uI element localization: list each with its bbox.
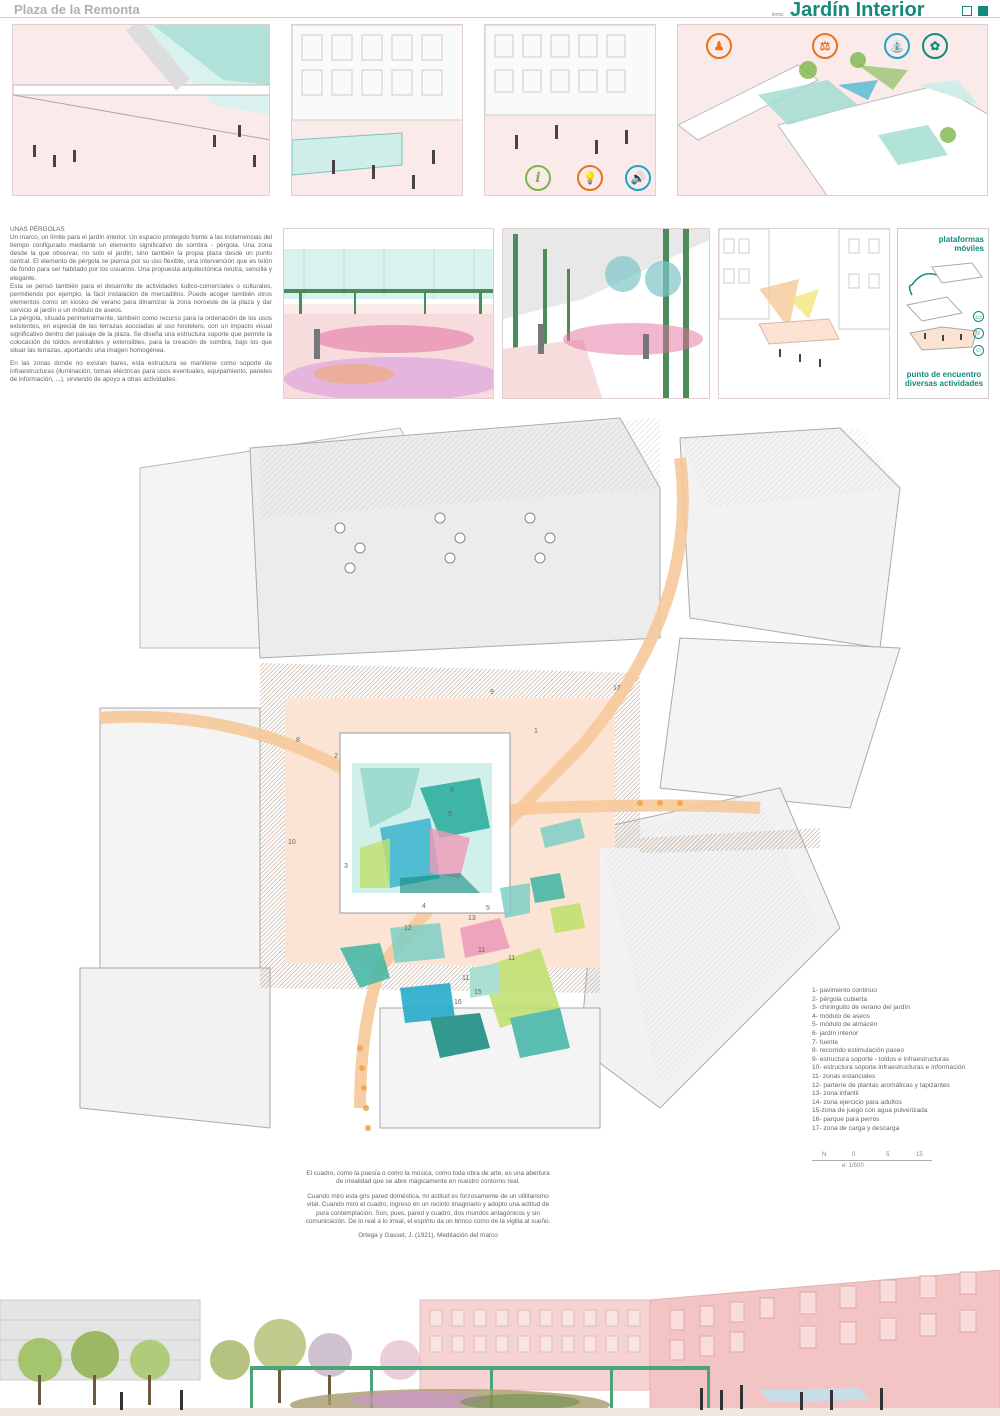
plan-num-12: 12: [404, 925, 412, 932]
axonometric-drawing-2: [292, 25, 462, 195]
paw-icon: ✿: [922, 33, 948, 59]
header-divider: [0, 17, 1000, 18]
quote-paragraph: El cuadro, como la poesía o como la músi…: [306, 1170, 550, 1186]
plan-num-2: 2: [334, 753, 338, 760]
legend-item: 6- jardín interior: [812, 1029, 859, 1037]
legend-item: 16- parque para perros: [812, 1115, 880, 1123]
legend-item: 17- zona de carga y descarga: [812, 1124, 900, 1132]
axonometric-drawing-1: [13, 25, 269, 195]
legend-item: 2- pérgola cubierta: [812, 995, 867, 1003]
plan-num-10: 10: [288, 839, 296, 846]
fountain-icon: ⛲: [884, 33, 910, 59]
legend-item: 3- chiringuito de verano del jardín: [812, 1004, 910, 1012]
scale-bar: N 0 5 15 e: 1/500: [812, 1150, 932, 1170]
platforms-subtitle-line1: punto de encuentro: [906, 370, 982, 379]
project-title: Plaza de la Remonta: [14, 2, 140, 17]
paragraph: Un marco, un límite para el jardín inter…: [10, 234, 272, 282]
legend-item: 5- módulo de almacén: [812, 1021, 878, 1029]
legend-item: 12- parterre de plantas aromáticas y tap…: [812, 1081, 950, 1089]
plan-num-11c: 11: [462, 975, 469, 982]
site-plan: 1 2 3 4 5 5 6 8 9 10 11 11 11 12 13 15 1…: [79, 417, 901, 1131]
platforms-drawing: [906, 262, 983, 351]
speaker-icon: 🔊: [625, 165, 651, 191]
lema-label: lema:: [772, 12, 785, 18]
legend-item: 8- recorrido estimulación paseo: [812, 1047, 904, 1055]
plan-num-11b: 11: [508, 955, 515, 962]
quote-paragraph: Cuando miro esta gris pared doméstica, m…: [305, 1192, 551, 1226]
outline-square-icon: [962, 6, 972, 16]
perspective-garden-view: [283, 228, 494, 399]
ortega-quote: El cuadro, como la poesía o como la músi…: [303, 1170, 553, 1241]
plan-num-5b: 5: [448, 811, 452, 818]
perspective-pergola-view: [502, 228, 710, 399]
axonometric-panel-4: ♟ ⚖ ⛲ ✿: [677, 24, 988, 196]
plan-num-6: 6: [450, 787, 454, 794]
platforms-diagram: plataformas móviles ▭ ♪ ☺ punto de encue…: [897, 228, 989, 399]
axonometric-panel-3: i 💡 🔊: [484, 24, 656, 196]
legend-item: 10- estructura soporte infraestructuras …: [812, 1064, 966, 1072]
quote-citation: Ortega y Gasset, J. (1921), Meditación d…: [358, 1232, 498, 1240]
legend-item: 7- fuente: [812, 1038, 839, 1046]
filled-square-icon: [978, 6, 988, 16]
pergolas-description: UNAS PÉRGOLAS Un marco, un límite para e…: [10, 226, 272, 384]
plan-num-13: 13: [468, 915, 476, 922]
scale-tick-5: 5: [886, 1152, 890, 1158]
scale-tick-15: 15: [916, 1152, 923, 1158]
plan-num-4: 4: [422, 903, 426, 910]
axonometric-panel-1: [12, 24, 270, 196]
perspective-drawing-1: [284, 229, 493, 398]
legend-item: 4- módulo de aseos: [812, 1012, 870, 1020]
music-icon: ♪: [973, 328, 984, 339]
legend-item: 1- pavimento continuo: [812, 987, 877, 994]
north-label: N: [822, 1152, 827, 1158]
exercise-icon: ♟: [706, 33, 732, 59]
paragraph: La pérgola, situada perimetralmente, tam…: [10, 315, 272, 355]
plan-num-5: 5: [486, 905, 490, 912]
legend-item: 15-zona de juego con agua pulverizada: [812, 1107, 928, 1115]
plan-num-9: 9: [490, 689, 494, 696]
platforms-title: plataformas móviles: [939, 235, 984, 253]
plan-num-11: 11: [478, 947, 485, 954]
legend-item: 14- zona ejercicio para adultos: [812, 1098, 902, 1106]
perspective-drawing-2: [503, 229, 709, 398]
legend-item: 9- estructura soporte - toldos e infraes…: [812, 1055, 950, 1063]
seesaw-icon: ⚖: [812, 33, 838, 59]
legend-item: 13- zona infantil: [812, 1090, 859, 1098]
paragraph: Esta se pensó también para el desarrollo…: [10, 282, 272, 314]
paragraph: En las zonas donde no existan bares, est…: [10, 359, 272, 383]
plan-num-17: 17: [613, 685, 621, 692]
platforms-subtitle: punto de encuentro diversas actividades: [898, 370, 988, 388]
scale-line: [812, 1160, 932, 1161]
perspective-drawing-3: [719, 229, 889, 398]
perspective-platforms-view: [718, 228, 890, 399]
laptop-icon: ▭: [973, 311, 984, 322]
axonometric-panel-2: [291, 24, 463, 196]
plan-legend: 1- pavimento continuo 2- pérgola cubiert…: [812, 987, 992, 1133]
plan-num-8: 8: [296, 737, 300, 744]
platforms-subtitle-line2: diversas actividades: [904, 379, 984, 388]
plan-num-1: 1: [534, 728, 538, 735]
lightbulb-icon: 💡: [577, 165, 603, 191]
axonometric-drawing-3: [485, 25, 655, 195]
plan-num-15: 15: [474, 989, 482, 996]
plan-num-3: 3: [344, 863, 348, 870]
platforms-title-line2: móviles: [954, 244, 984, 253]
platforms-title-line1: plataformas: [938, 235, 984, 244]
info-icon: i: [525, 165, 551, 191]
plan-num-16: 16: [454, 999, 462, 1006]
scale-ratio: e: 1/500: [842, 1163, 864, 1169]
legend-item: 11- zonas estanciales: [812, 1072, 876, 1080]
scale-tick-0: 0: [852, 1152, 856, 1158]
section-heading: UNAS PÉRGOLAS: [10, 226, 65, 233]
reclining-person-icon: ☺: [973, 345, 984, 356]
plaza-panorama: [0, 1270, 1000, 1416]
page-title: Jardín Interior: [790, 0, 925, 21]
